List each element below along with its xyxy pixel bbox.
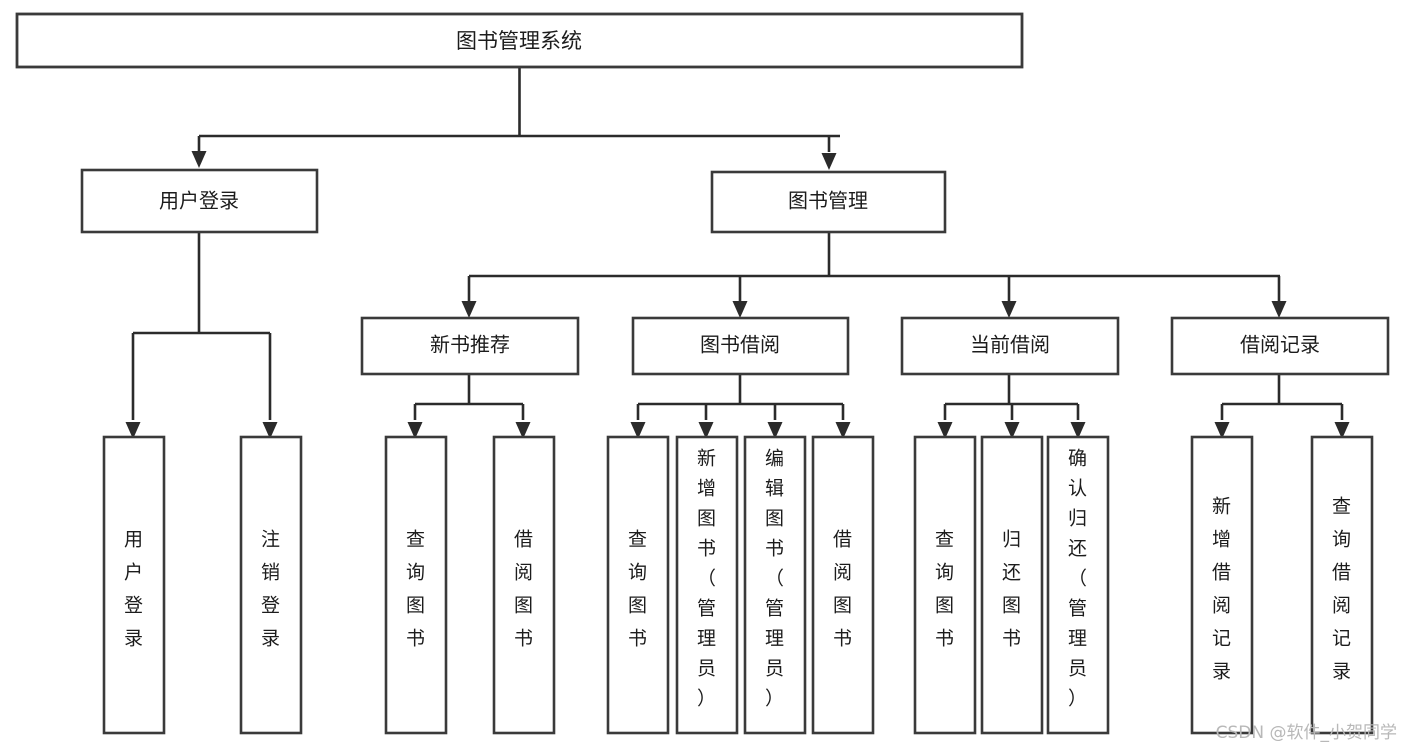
connector-layer [125,67,1350,439]
node-leaf-user-login-box[interactable] [102,435,166,735]
node-root[interactable]: 图书管理系统 [15,12,1024,69]
node-book-borrow-label: 图书借阅 [700,333,780,357]
node-root-label: 图书管理系统 [456,29,582,53]
node-leaf-query-book-1[interactable]: 查询图书 [384,435,448,735]
node-book-manage-box[interactable] [710,170,947,234]
node-leaf-query-book-3-box[interactable] [913,435,977,735]
arrow-bm-to-n2 [732,301,748,318]
arrow-bm-to-n1 [461,301,477,318]
node-new-book-recommend-box[interactable] [360,316,580,376]
node-new-book-recommend-label: 新书推荐 [430,333,510,357]
node-current-borrow-label: 当前借阅 [970,333,1050,357]
node-leaf-logout-login[interactable]: 注销登录 [239,435,303,735]
node-borrow-record-box[interactable] [1170,316,1390,376]
node-book-borrow[interactable]: 图书借阅 [631,316,850,376]
node-root-box[interactable] [15,12,1024,69]
node-leaf-logout-login-label: 注销登录 [261,528,281,649]
arrow-bm-to-n4 [1271,301,1287,318]
node-leaf-query-record-box[interactable] [1310,435,1374,735]
node-leaf-user-login[interactable]: 用户登录 [102,435,166,735]
node-leaf-query-book-2[interactable]: 查询图书 [606,435,670,735]
node-leaf-query-book-2-box[interactable] [606,435,670,735]
node-new-book-recommend[interactable]: 新书推荐 [360,316,580,376]
node-user-login[interactable]: 用户登录 [80,168,319,234]
node-leaf-query-book-1-label: 查询图书 [406,528,426,649]
node-leaf-add-record[interactable]: 新增借阅记录 [1190,435,1254,735]
node-borrow-record[interactable]: 借阅记录 [1170,316,1390,376]
node-leaf-add-record-label: 新增借阅记录 [1212,495,1232,682]
node-leaf-edit-book-label: 编辑图书（管理员） [765,447,785,709]
node-current-borrow[interactable]: 当前借阅 [900,316,1120,376]
node-leaf-return-book-box[interactable] [980,435,1044,735]
node-leaf-add-record-box[interactable] [1190,435,1254,735]
node-leaf-add-book-box[interactable] [675,435,739,735]
node-leaf-query-record[interactable]: 查询借阅记录 [1310,435,1374,735]
node-leaf-confirm-return[interactable]: 确认归还（管理员） [1046,435,1110,735]
node-leaf-query-record-label: 查询借阅记录 [1332,495,1352,682]
node-user-login-box[interactable] [80,168,319,234]
node-leaf-query-book-3[interactable]: 查询图书 [913,435,977,735]
node-leaf-borrow-book-1[interactable]: 借阅图书 [492,435,556,735]
arrow-bm-to-n3 [1001,301,1017,318]
node-book-borrow-box[interactable] [631,316,850,376]
node-leaf-user-login-label: 用户登录 [124,528,144,649]
node-leaf-confirm-return-box[interactable] [1046,435,1110,735]
node-borrow-record-label: 借阅记录 [1240,333,1320,357]
node-leaf-borrow-book-1-label: 借阅图书 [514,528,534,649]
node-leaf-borrow-book-2[interactable]: 借阅图书 [811,435,875,735]
node-leaf-query-book-1-box[interactable] [384,435,448,735]
node-leaf-add-book-label: 新增图书（管理员） [697,447,717,709]
node-leaf-return-book-label: 归还图书 [1002,528,1022,649]
node-leaf-borrow-book-2-label: 借阅图书 [833,528,853,649]
node-book-manage-label: 图书管理 [788,189,868,213]
node-book-manage[interactable]: 图书管理 [710,170,947,234]
arrow-root-to-user-login [191,151,207,168]
node-leaf-borrow-book-2-box[interactable] [811,435,875,735]
arrow-root-to-book-manage [821,153,837,170]
node-leaf-query-book-3-label: 查询图书 [935,528,955,649]
node-leaf-confirm-return-label: 确认归还（管理员） [1068,447,1088,709]
node-leaf-return-book[interactable]: 归还图书 [980,435,1044,735]
node-leaf-edit-book-box[interactable] [743,435,807,735]
node-leaf-edit-book[interactable]: 编辑图书（管理员） [743,435,807,735]
node-current-borrow-box[interactable] [900,316,1120,376]
node-leaf-borrow-book-1-box[interactable] [492,435,556,735]
node-leaf-query-book-2-label: 查询图书 [628,528,648,649]
node-leaf-logout-login-box[interactable] [239,435,303,735]
node-leaf-add-book[interactable]: 新增图书（管理员） [675,435,739,735]
node-user-login-label: 用户登录 [159,189,239,213]
